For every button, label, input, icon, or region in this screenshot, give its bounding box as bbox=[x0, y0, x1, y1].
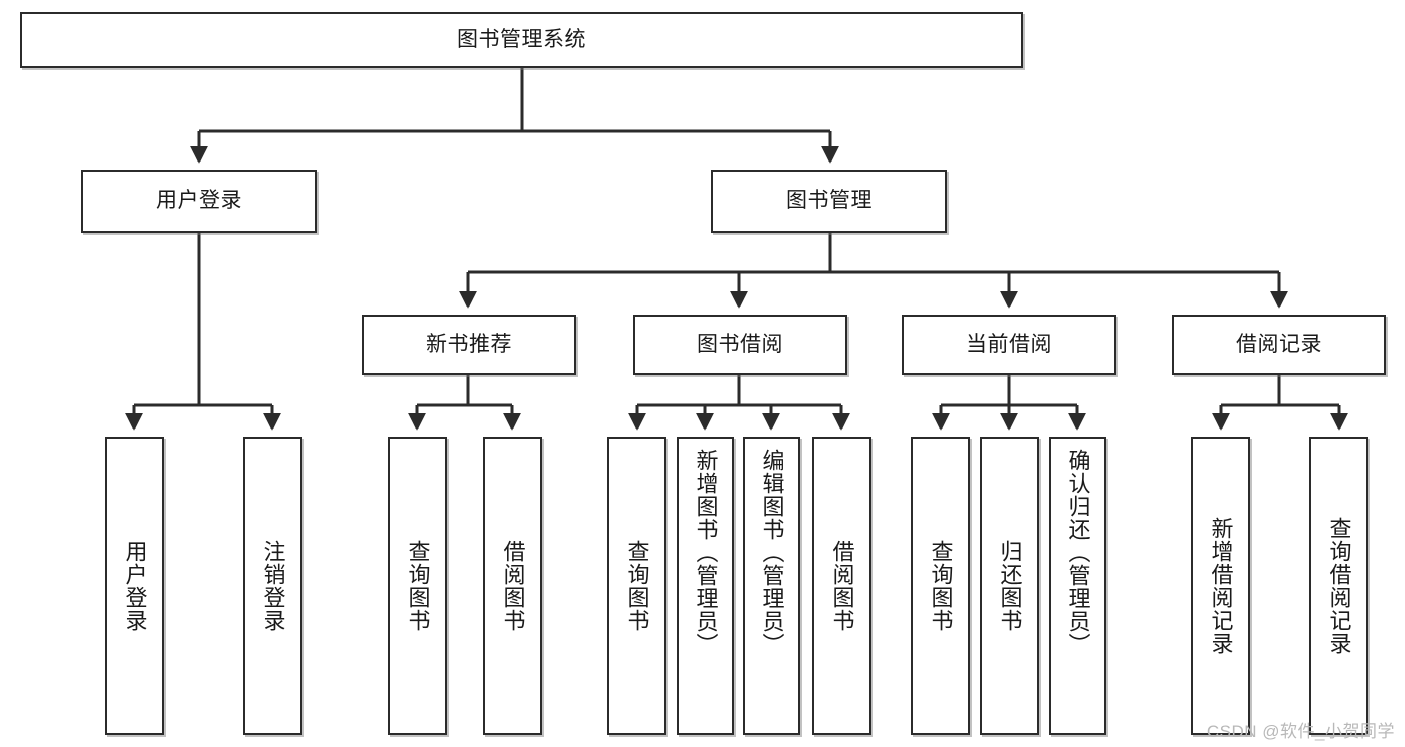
node-label: 注销登录 bbox=[260, 540, 286, 632]
node-label: 确认归还（管理员） bbox=[1065, 449, 1091, 656]
node-label: 查询借阅记录 bbox=[1326, 517, 1352, 655]
node-label: 归还图书 bbox=[997, 540, 1023, 632]
node-label: 图书借阅 bbox=[697, 332, 783, 356]
node-leaf-edit-book[interactable]: 编辑图书（管理员） bbox=[743, 437, 800, 735]
node-book-borrow[interactable]: 图书借阅 bbox=[633, 315, 847, 375]
node-leaf-borrow-book-1[interactable]: 借阅图书 bbox=[483, 437, 542, 735]
node-borrow-record[interactable]: 借阅记录 bbox=[1172, 315, 1386, 375]
node-leaf-query-book-2[interactable]: 查询图书 bbox=[607, 437, 666, 735]
node-user-login[interactable]: 用户登录 bbox=[81, 170, 317, 233]
node-leaf-query-book-1[interactable]: 查询图书 bbox=[388, 437, 447, 735]
node-label: 查询图书 bbox=[928, 540, 954, 632]
node-leaf-borrow-book-2[interactable]: 借阅图书 bbox=[812, 437, 871, 735]
node-leaf-user-login[interactable]: 用户登录 bbox=[105, 437, 164, 735]
node-leaf-add-book[interactable]: 新增图书（管理员） bbox=[677, 437, 734, 735]
node-label: 当前借阅 bbox=[966, 332, 1052, 356]
node-root-book-management-system[interactable]: 图书管理系统 bbox=[20, 12, 1023, 68]
node-label: 用户登录 bbox=[122, 540, 148, 632]
node-leaf-return-book[interactable]: 归还图书 bbox=[980, 437, 1039, 735]
node-label: 借阅记录 bbox=[1236, 332, 1322, 356]
node-leaf-add-borrow-record[interactable]: 新增借阅记录 bbox=[1191, 437, 1250, 735]
node-label: 查询图书 bbox=[624, 540, 650, 632]
node-new-book-recommend[interactable]: 新书推荐 bbox=[362, 315, 576, 375]
node-label: 新增借阅记录 bbox=[1208, 517, 1234, 655]
node-label: 借阅图书 bbox=[500, 540, 526, 632]
node-label: 用户登录 bbox=[156, 189, 242, 213]
node-leaf-logout-login[interactable]: 注销登录 bbox=[243, 437, 302, 735]
node-leaf-query-borrow-record[interactable]: 查询借阅记录 bbox=[1309, 437, 1368, 735]
node-label: 编辑图书（管理员） bbox=[759, 449, 785, 656]
node-book-management[interactable]: 图书管理 bbox=[711, 170, 947, 233]
node-label: 图书管理系统 bbox=[457, 27, 586, 51]
node-current-borrow[interactable]: 当前借阅 bbox=[902, 315, 1116, 375]
node-label: 查询图书 bbox=[405, 540, 431, 632]
node-label: 新增图书（管理员） bbox=[693, 449, 719, 656]
node-leaf-confirm-return[interactable]: 确认归还（管理员） bbox=[1049, 437, 1106, 735]
node-label: 新书推荐 bbox=[426, 332, 512, 356]
node-label: 借阅图书 bbox=[829, 540, 855, 632]
node-leaf-query-book-3[interactable]: 查询图书 bbox=[911, 437, 970, 735]
node-label: 图书管理 bbox=[786, 189, 872, 213]
